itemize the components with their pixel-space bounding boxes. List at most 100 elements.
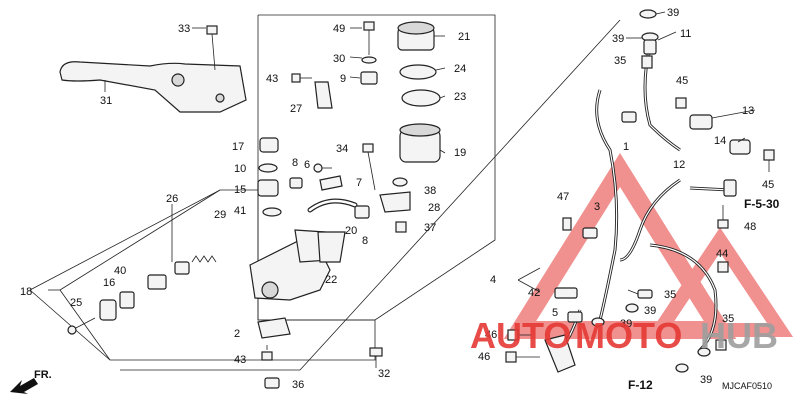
callout-35-mid: 35 xyxy=(664,289,676,301)
washer-10 xyxy=(258,163,278,173)
callout-12: 12 xyxy=(673,159,685,171)
grommet-38 xyxy=(392,177,408,187)
bolt-35-right xyxy=(715,339,727,351)
callout-24: 24 xyxy=(454,63,466,75)
screw-49 xyxy=(363,21,375,55)
screw-6 xyxy=(313,163,332,173)
callout-1: 1 xyxy=(623,141,629,153)
bolt-43-bottom xyxy=(261,345,273,361)
callout-46-lower: 46 xyxy=(478,351,490,363)
banjo-15 xyxy=(257,179,279,197)
callout-42: 42 xyxy=(528,287,540,299)
assembly-box-master xyxy=(29,189,376,361)
bolt-47 xyxy=(562,217,572,231)
callout-35-top: 35 xyxy=(614,55,626,67)
callout-9: 9 xyxy=(340,73,346,85)
piston-set xyxy=(99,255,217,321)
assembly-box-main xyxy=(120,19,621,371)
callout-40: 40 xyxy=(114,265,126,277)
hose-20 xyxy=(307,198,358,213)
callout-21: 21 xyxy=(458,31,470,43)
bolt-32 xyxy=(369,347,383,368)
callout-36: 36 xyxy=(292,379,304,391)
callout-6: 6 xyxy=(304,159,310,171)
joint-5 xyxy=(567,311,583,323)
bolt-44 xyxy=(717,261,729,273)
callout-45-top: 45 xyxy=(676,75,688,87)
clamp-7 xyxy=(319,175,343,191)
diaphragm-23 xyxy=(401,89,441,107)
callout-8-upper: 8 xyxy=(292,157,298,169)
ref-f-5-30: F-5-30 xyxy=(744,197,780,211)
brake-lever xyxy=(59,61,247,113)
callout-34: 34 xyxy=(336,143,348,155)
joint-12 xyxy=(723,179,737,197)
washer-39-low-c xyxy=(697,347,711,357)
bolt-45-top xyxy=(675,97,687,109)
callout-41: 41 xyxy=(234,205,246,217)
clip-42 xyxy=(554,287,578,299)
front-direction-arrow: FR. xyxy=(10,369,52,394)
holder-22 xyxy=(317,231,346,263)
watermark-word-1: AUTO xyxy=(470,315,571,356)
callout-4: 4 xyxy=(490,274,496,286)
clamp-1 xyxy=(621,111,637,123)
washer-30 xyxy=(361,56,377,64)
callout-25: 25 xyxy=(70,297,82,309)
callout-45-right: 45 xyxy=(762,179,774,191)
callout-22: 22 xyxy=(325,274,337,286)
callout-39-b: 39 xyxy=(612,33,624,45)
callout-16: 16 xyxy=(103,277,115,289)
callout-2: 2 xyxy=(234,328,240,340)
washer-39-low-b xyxy=(675,363,689,373)
callout-7: 7 xyxy=(356,177,362,189)
bolt-46-lower xyxy=(505,351,540,363)
callout-33: 33 xyxy=(178,23,190,35)
leader-lines xyxy=(48,11,756,361)
callout-39-mid: 39 xyxy=(644,305,656,317)
callout-14: 14 xyxy=(714,135,726,147)
callout-32: 32 xyxy=(378,368,390,380)
callout-17: 17 xyxy=(232,141,244,153)
callout-10: 10 xyxy=(234,163,246,175)
callout-3: 3 xyxy=(594,201,600,213)
screw-43-top xyxy=(291,73,312,83)
bolt-46-upper xyxy=(507,329,532,341)
bracket-28 xyxy=(379,191,411,213)
callout-31: 31 xyxy=(100,95,112,107)
callout-20: 20 xyxy=(345,225,357,237)
watermark-text: AUTO MOTO HUB xyxy=(470,315,778,356)
grommet-17 xyxy=(259,137,279,153)
callout-11: 11 xyxy=(680,28,691,40)
bracket-27 xyxy=(314,81,333,109)
callout-38: 38 xyxy=(424,185,436,197)
callout-28: 28 xyxy=(428,202,440,214)
plate-24 xyxy=(399,64,437,80)
callout-labels: 33 31 49 30 9 43 27 21 24 23 19 34 38 28… xyxy=(20,7,774,391)
callout-13: 13 xyxy=(742,105,754,117)
clip-8-upper xyxy=(289,177,303,189)
callout-37: 37 xyxy=(424,222,436,234)
diagram-code: MJCAF0510 xyxy=(722,381,772,391)
watermark-word-2: MOTO xyxy=(575,315,682,356)
callout-30: 30 xyxy=(333,53,345,65)
switch-2 xyxy=(257,317,291,339)
callout-39-a: 39 xyxy=(667,7,679,19)
callout-29: 29 xyxy=(214,209,226,221)
clamp-13 xyxy=(689,114,713,130)
washer-39-low-a xyxy=(591,317,605,327)
bolt-34 xyxy=(362,143,376,191)
callout-5: 5 xyxy=(552,307,558,319)
bolt-35-mid xyxy=(637,289,653,299)
reservoir-19 xyxy=(399,123,441,163)
bolt-36 xyxy=(264,377,280,389)
washer-39-top xyxy=(639,9,657,19)
washer-41 xyxy=(262,207,282,217)
callout-49: 49 xyxy=(333,23,345,35)
callout-48: 48 xyxy=(744,221,756,233)
callout-18: 18 xyxy=(20,286,32,298)
bolt-33 xyxy=(206,25,218,71)
washer-39-mid xyxy=(625,303,639,313)
callout-35-right: 35 xyxy=(722,313,734,325)
